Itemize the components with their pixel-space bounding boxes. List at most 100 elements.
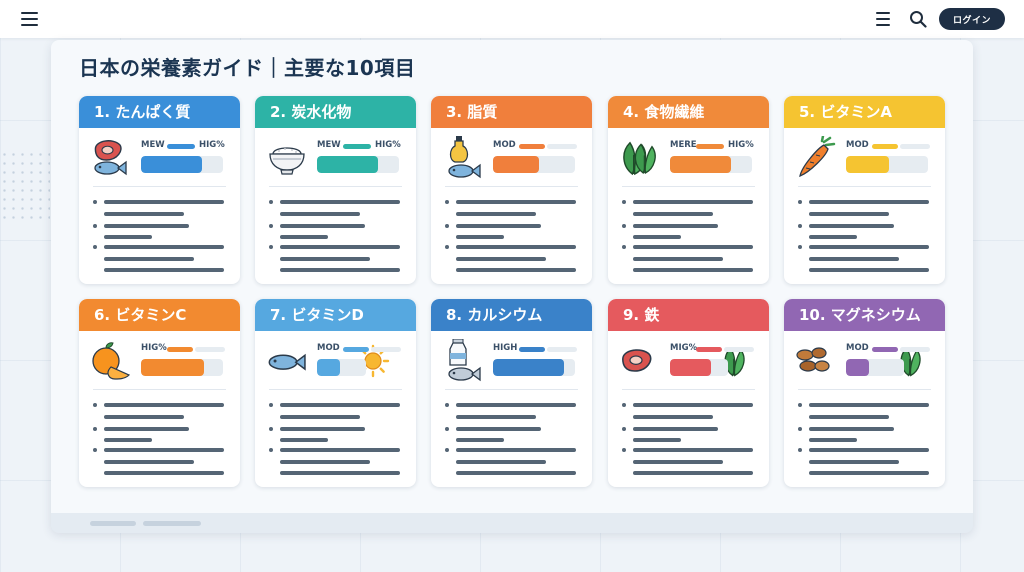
card-divider <box>445 186 578 187</box>
panel-footer <box>51 513 973 533</box>
list-bullet <box>622 448 626 452</box>
text-placeholder-line <box>809 427 894 431</box>
level-bar <box>493 156 575 173</box>
nutrient-card[interactable]: 8. カルシウム HIGH <box>431 299 592 487</box>
list-bullet <box>93 448 97 452</box>
sun-icon <box>356 344 390 378</box>
text-placeholder-line <box>633 268 753 272</box>
text-placeholder-line <box>104 460 194 464</box>
text-placeholder-line <box>809 415 889 419</box>
level-bar-fill <box>846 156 889 173</box>
level-label-high: HIG% <box>199 140 225 150</box>
text-placeholder-line <box>809 403 929 407</box>
text-placeholder-line <box>456 415 536 419</box>
text-placeholder-line <box>280 460 370 464</box>
level-mini-bar <box>872 144 898 149</box>
card-title: 7. ビタミンD <box>255 299 416 331</box>
text-placeholder-line <box>104 245 224 249</box>
card-divider <box>622 389 755 390</box>
list-bullet <box>622 427 626 431</box>
text-placeholder-line <box>280 415 360 419</box>
background-dots <box>0 150 50 220</box>
text-placeholder-line <box>809 245 929 249</box>
level-bar <box>846 156 928 173</box>
text-placeholder-line <box>456 224 541 228</box>
card-divider <box>445 389 578 390</box>
text-placeholder-line <box>280 471 400 475</box>
list-bullet <box>622 224 626 228</box>
text-placeholder-line <box>280 200 400 204</box>
card-divider <box>798 186 931 187</box>
list-bullet <box>269 245 273 249</box>
level-mini-bar <box>519 347 545 352</box>
nutrient-card[interactable]: 1. たんぱく質 MEW HIG% <box>79 96 240 284</box>
text-placeholder-line <box>280 403 400 407</box>
text-placeholder-line <box>280 448 400 452</box>
text-placeholder-line <box>633 448 753 452</box>
card-divider <box>93 186 226 187</box>
level-mini-track <box>371 347 401 352</box>
text-placeholder-line <box>809 200 929 204</box>
text-placeholder-line <box>809 224 894 228</box>
footer-pill <box>143 521 201 526</box>
text-placeholder-line <box>104 200 224 204</box>
text-placeholder-line <box>280 257 370 261</box>
text-placeholder-line <box>633 415 713 419</box>
text-placeholder-line <box>104 212 184 216</box>
level-label: MOD <box>846 140 869 150</box>
level-mini-track <box>900 144 930 149</box>
level-bar <box>493 359 575 376</box>
text-placeholder-line <box>456 257 546 261</box>
level-bar-fill <box>846 359 869 376</box>
list-bullet <box>445 200 449 204</box>
level-bar-fill <box>493 359 565 376</box>
menu-icon[interactable] <box>21 12 38 26</box>
level-label: MEW <box>141 140 165 150</box>
list-bullet <box>93 224 97 228</box>
level-bar <box>141 156 223 173</box>
text-placeholder-line <box>633 403 753 407</box>
meat-spinach-icon <box>618 339 662 383</box>
list-bullet <box>798 448 802 452</box>
level-mini-bar <box>343 347 369 352</box>
text-placeholder-line <box>456 212 536 216</box>
card-title: 1. たんぱく質 <box>79 96 240 128</box>
text-placeholder-line <box>633 257 723 261</box>
text-placeholder-line <box>104 415 184 419</box>
text-placeholder-line <box>104 268 224 272</box>
text-placeholder-line <box>280 224 365 228</box>
level-mini-track <box>900 347 930 352</box>
card-title: 3. 脂質 <box>431 96 592 128</box>
level-label-high: HIG% <box>728 140 754 150</box>
level-label: HIG% <box>141 343 167 353</box>
text-placeholder-line <box>633 224 718 228</box>
text-placeholder-line <box>809 471 929 475</box>
text-placeholder-line <box>809 438 857 442</box>
list-bullet <box>798 224 802 228</box>
menu-icon-right[interactable] <box>876 12 890 26</box>
level-label: HIGH <box>493 343 518 353</box>
level-bar-fill <box>317 359 341 376</box>
oil-fish-icon <box>441 136 485 180</box>
card-title: 9. 鉄 <box>608 299 769 331</box>
list-bullet <box>798 427 802 431</box>
leafy-greens-icon <box>618 136 662 180</box>
text-placeholder-line <box>809 257 899 261</box>
text-placeholder-line <box>809 268 929 272</box>
search-icon[interactable] <box>909 10 927 28</box>
card-divider <box>798 389 931 390</box>
list-bullet <box>445 448 449 452</box>
level-bar-fill <box>670 156 731 173</box>
login-button[interactable]: ログイン <box>939 8 1005 30</box>
text-placeholder-line <box>104 257 194 261</box>
list-bullet <box>445 427 449 431</box>
card-title: 8. カルシウム <box>431 299 592 331</box>
